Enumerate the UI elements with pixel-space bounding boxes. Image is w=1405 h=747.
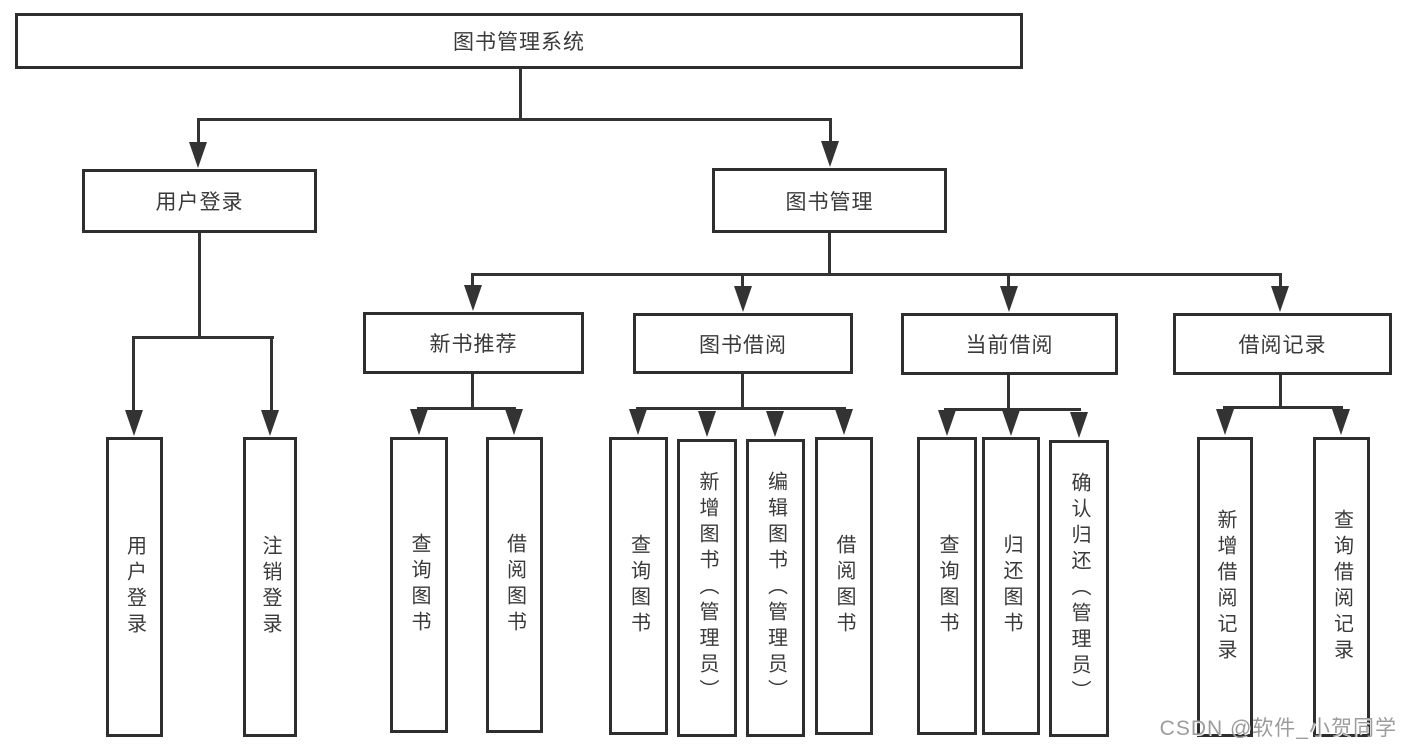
leaf-label: 新增借阅记录 <box>1214 509 1236 665</box>
connector-drop <box>1279 375 1282 409</box>
arrowhead-to-query-books-2 <box>629 409 647 435</box>
node-label: 新书推荐 <box>429 333 518 356</box>
arrowhead-to-borrow-books-2 <box>835 409 853 435</box>
leaf-label: 查询图书 <box>936 534 958 638</box>
connector-drop <box>828 233 831 276</box>
node-borrowing-records: 借阅记录 <box>1173 313 1392 375</box>
leaf-label: 注销登录 <box>259 535 281 639</box>
node-label: 图书管理系统 <box>453 31 585 54</box>
node-book-borrowing: 图书借阅 <box>633 313 853 374</box>
arrowhead-to-logout-leaf <box>261 410 279 436</box>
arrowhead-to-user-login <box>189 142 207 168</box>
node-label: 当前借阅 <box>965 334 1054 357</box>
connector-drop <box>471 374 474 410</box>
node-label: 图书管理 <box>785 190 874 214</box>
leaf-label: 查询借阅记录 <box>1330 509 1353 665</box>
connector-stem <box>829 118 832 145</box>
leaf-confirm-return-admin: 确认归还（管理员） <box>1049 440 1109 737</box>
leaf-label: 归还图书 <box>1000 534 1022 638</box>
connector-stem <box>1007 273 1010 289</box>
connector-stem <box>270 336 273 414</box>
leaf-label: 编辑图书（管理员） <box>764 471 787 705</box>
leaf-label: 用户登录 <box>123 535 146 639</box>
leaf-return-books: 归还图书 <box>982 437 1040 735</box>
connector-stem <box>741 273 744 289</box>
leaf-query-books-2: 查询图书 <box>609 437 668 735</box>
arrowhead-to-edit-book-admin <box>766 411 784 437</box>
connector-rail <box>132 336 274 339</box>
leaf-label: 查询图书 <box>627 534 650 638</box>
node-library-management-system: 图书管理系统 <box>15 13 1023 69</box>
connector-sections-rail <box>471 273 1282 276</box>
leaf-label: 确认归还（管理员） <box>1068 471 1090 706</box>
connector-stem <box>197 118 200 146</box>
node-current-borrowing: 当前借阅 <box>901 313 1118 375</box>
leaf-query-borrow-record: 查询借阅记录 <box>1313 437 1370 737</box>
arrowhead-to-add-book-admin <box>698 411 716 437</box>
connector-stem <box>471 273 474 289</box>
connector-drop <box>741 373 744 410</box>
node-book-management: 图书管理 <box>712 168 947 233</box>
arrowhead-to-add-borrow-record <box>1216 409 1234 435</box>
connector-level1-rail <box>197 118 832 121</box>
leaf-borrow-books-1: 借阅图书 <box>486 437 543 733</box>
connector-rail <box>944 408 1081 411</box>
leaf-user-login: 用户登录 <box>106 437 163 737</box>
leaf-label: 借阅图书 <box>833 534 855 638</box>
leaf-add-book-admin: 新增图书（管理员） <box>677 439 737 737</box>
arrowhead-to-new-book-recommendation <box>464 285 482 311</box>
connector-rail <box>417 407 516 410</box>
leaf-label: 查询图书 <box>408 533 430 637</box>
csdn-watermark: CSDN @软件_小贺同学 <box>1159 717 1397 740</box>
arrowhead-to-book-borrowing <box>734 286 752 312</box>
arrowhead-to-borrowing-records <box>1271 286 1289 312</box>
leaf-borrow-books-2: 借阅图书 <box>815 437 873 735</box>
leaf-query-books-3: 查询图书 <box>917 437 977 735</box>
leaf-label: 新增图书（管理员） <box>696 471 718 705</box>
node-label: 用户登录 <box>155 191 244 214</box>
arrowhead-to-return-books <box>1002 410 1020 436</box>
arrowhead-to-confirm-return-admin <box>1070 412 1088 438</box>
leaf-logout: 注销登录 <box>243 437 297 737</box>
node-label: 借阅记录 <box>1238 334 1327 357</box>
arrowhead-to-query-books-3 <box>938 410 956 436</box>
connector-stem <box>1279 273 1282 289</box>
connector-rail <box>1223 406 1343 409</box>
connector-rail <box>636 407 846 410</box>
leaf-edit-book-admin: 编辑图书（管理员） <box>746 439 805 737</box>
connector-root-drop <box>519 68 522 120</box>
node-new-book-recommendation: 新书推荐 <box>363 312 584 374</box>
connector-drop <box>1007 375 1010 411</box>
arrowhead-to-query-books-1 <box>410 409 428 435</box>
leaf-add-borrow-record: 新增借阅记录 <box>1197 437 1253 737</box>
arrowhead-to-user-login-leaf <box>125 410 143 436</box>
arrowhead-to-borrow-books-1 <box>505 409 523 435</box>
connector-drop <box>198 233 201 339</box>
leaf-label: 借阅图书 <box>503 533 526 637</box>
node-label: 图书借阅 <box>699 333 787 357</box>
leaf-query-books-1: 查询图书 <box>390 437 448 733</box>
arrowhead-to-current-borrowing <box>1000 286 1018 312</box>
arrowhead-to-query-borrow-record <box>1332 409 1350 435</box>
arrowhead-to-book-management <box>821 141 839 167</box>
node-user-login: 用户登录 <box>82 169 317 233</box>
connector-stem <box>132 336 135 414</box>
